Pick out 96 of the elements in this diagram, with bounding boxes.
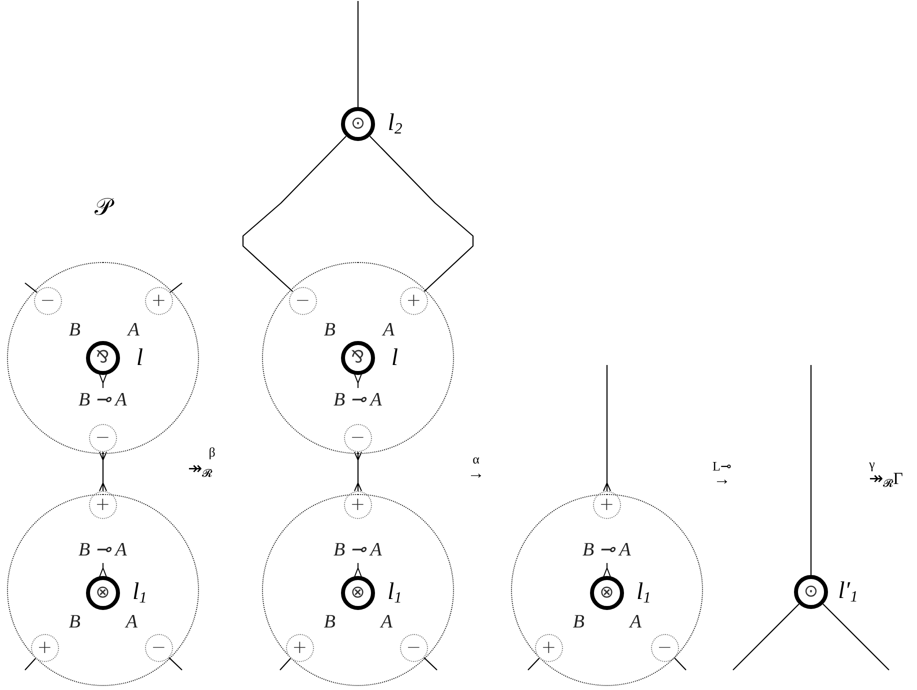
proof-box [262,494,454,686]
polarity-sign: + [151,292,166,310]
wire-line [732,604,800,670]
wire-line [370,136,474,292]
wire-line [822,604,890,670]
wire-line [357,1,359,107]
link-node [341,107,375,141]
port-circle [288,286,317,315]
formula-text: B ⊸ A [78,540,127,560]
port-circle [88,490,117,519]
polarity-sign: + [406,292,422,310]
polarity-sign: + [599,496,614,514]
wire-line [168,657,182,670]
polarity-sign: − [95,428,110,447]
link-name: l [136,346,144,370]
port-circle [650,634,679,662]
proof-box [7,262,199,454]
polarity-sign: + [292,638,308,657]
proof-box [7,494,199,686]
polarity-sign: + [541,638,556,657]
link-node [86,576,120,610]
link-name: l$_{1}$ [132,579,147,606]
link-name: l [391,346,398,370]
formula-text: B ⊸ A [334,390,382,410]
link-name: l$_{1}$ [636,579,651,606]
formula-text: A [382,320,394,340]
wire-line [280,658,291,670]
link-node [340,576,375,610]
polarity-sign: − [40,292,56,310]
connective-symbol: ⊙ [804,584,818,600]
polarity-sign: − [657,638,672,657]
formula-text: A [380,612,392,632]
proof-box [511,494,703,686]
formula-text: B [68,320,80,340]
polarity-sign: − [151,638,166,657]
port-circle [144,634,173,662]
polarity-sign: + [37,638,52,657]
proof-box [262,262,454,454]
reduction-label: α [472,452,480,466]
formula-text: B ⊸ A [78,390,127,410]
polarity-sign: − [295,292,310,310]
formula-text: A [128,320,140,340]
formula-text: A [630,612,642,632]
connective-symbol: ⅋ [96,349,110,366]
formula-text: B ⊸ A [334,540,382,560]
reduction-arrow: → [468,464,484,482]
link-node [794,575,828,609]
formula-text: B ⊸ A [582,540,631,560]
link-name: l$_{2}$ [388,110,402,138]
reduction-label: L⊸ [712,460,732,472]
connective-symbol: ⅋ [351,349,364,366]
formula-text: B [572,612,584,632]
port-circle [592,490,621,519]
port-circle [30,634,59,662]
reduction-label: γ [869,458,875,470]
wire-line [24,658,36,670]
reduction-label: β [208,446,216,458]
wire-line [528,658,540,670]
link-node [86,340,120,375]
wire-line [354,452,362,492]
reduction-arrow: ↠$_{𝓡}$ [188,460,212,480]
wire-line [424,657,438,670]
port-circle [400,634,428,662]
polarity-sign: + [350,496,366,514]
formula-text: B [324,612,336,632]
polarity-sign: − [350,428,366,447]
link-name: l′$_{1}$ [838,578,858,606]
formula-text: A [126,612,138,632]
link-name: l$_{1}$ [387,579,402,606]
port-circle [534,634,563,662]
wire-line [242,136,346,292]
link-node [340,340,375,375]
port-circle [286,634,314,662]
wire-line [810,365,812,575]
link-node [590,576,624,610]
wire-line [99,452,107,492]
formula-text: B [68,612,80,632]
wire-line [170,282,182,293]
wire-line [603,365,611,492]
connective-symbol: ⊗ [600,584,614,602]
connective-symbol: ⊗ [96,584,110,602]
connective-symbol: ⊗ [350,584,365,602]
port-circle [344,424,372,452]
port-circle [400,286,428,315]
polarity-sign: + [95,496,110,514]
reduction-arrow: → [714,470,730,488]
connective-symbol: ⊙ [350,116,366,132]
polarity-sign: − [406,638,422,657]
port-circle [144,286,173,315]
formula-text: B [324,320,336,340]
port-circle [88,424,117,452]
reduction-arrow: ↠$_{𝓡}$Γ [869,470,903,490]
port-circle [344,490,372,519]
wire-line [24,282,38,293]
wire-line [674,658,686,670]
port-circle [34,286,62,315]
